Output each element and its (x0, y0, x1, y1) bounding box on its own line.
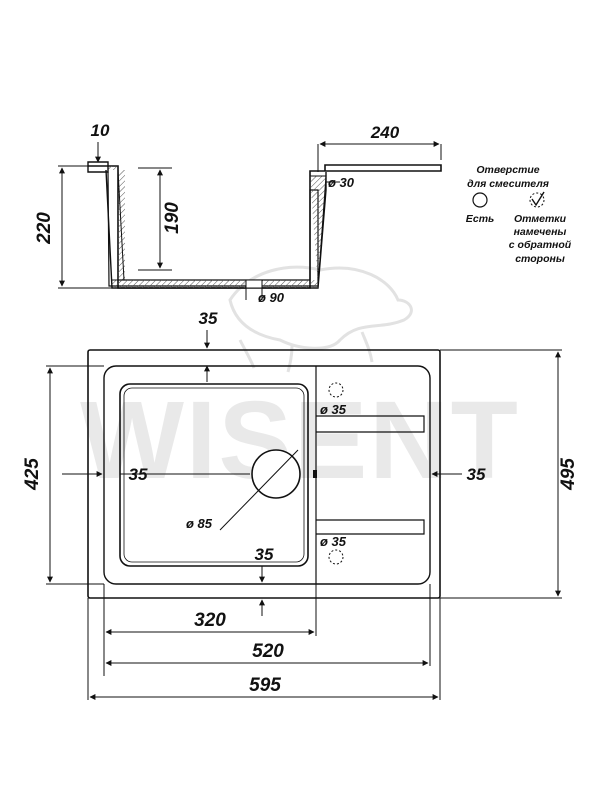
dim-drain: ø 85 (186, 516, 213, 531)
dim-bottom-margin: 35 (255, 545, 274, 564)
dim-depth: 190 (162, 202, 183, 234)
drain-hole (251, 449, 301, 499)
legend-title-line1: Отверстие (476, 164, 539, 176)
bowl-outline (119, 383, 309, 567)
mixer-hole-lower (328, 549, 344, 565)
hole-present-icon (472, 192, 488, 208)
dim-drain: ø 90 (258, 290, 285, 305)
drainer-rib-upper (316, 415, 425, 433)
legend-marked-2: намечены (514, 226, 567, 238)
legend-yes: Есть (466, 213, 495, 225)
sink-inner-outline (103, 365, 431, 585)
dim-total-height: 495 (558, 458, 579, 491)
side-view: 10 240 220 190 ø 30 ø 90 (34, 121, 442, 305)
legend-title-line2: для смесителя (467, 178, 549, 190)
dim-top-margin: 35 (199, 309, 218, 328)
dim-bowl-width: 320 (194, 610, 226, 631)
watermark-bison-icon (228, 265, 413, 350)
dim-mixer-hole: ø 30 (328, 175, 355, 190)
dim-rim: 10 (91, 121, 110, 140)
dim-bowl-height: 425 (22, 458, 43, 491)
dim-height: 220 (34, 212, 55, 245)
dim-hole-upper: ø 35 (320, 402, 347, 417)
dim-drainer: 240 (370, 123, 400, 142)
dim-inner-width: 520 (252, 641, 284, 662)
top-view: ø 35 ø 35 ø 85 35 35 35 35 425 495 (22, 309, 579, 700)
dim-hole-lower: ø 35 (320, 534, 347, 549)
dim-left-margin: 35 (129, 465, 148, 484)
mixer-hole-legend: Отверстие для смесителя Есть Отметки нам… (466, 164, 572, 265)
mixer-hole-upper (328, 382, 344, 398)
legend-marked-1: Отметки (514, 213, 567, 225)
legend-marked-4: стороны (515, 253, 565, 265)
legend-marked-3: с обратной (509, 239, 572, 251)
dim-total-width: 595 (249, 675, 281, 696)
dim-right-margin: 35 (467, 465, 486, 484)
checkmark-icon (531, 191, 545, 207)
drainer-rib-lower (316, 519, 425, 535)
hole-marked-icon (529, 192, 545, 208)
